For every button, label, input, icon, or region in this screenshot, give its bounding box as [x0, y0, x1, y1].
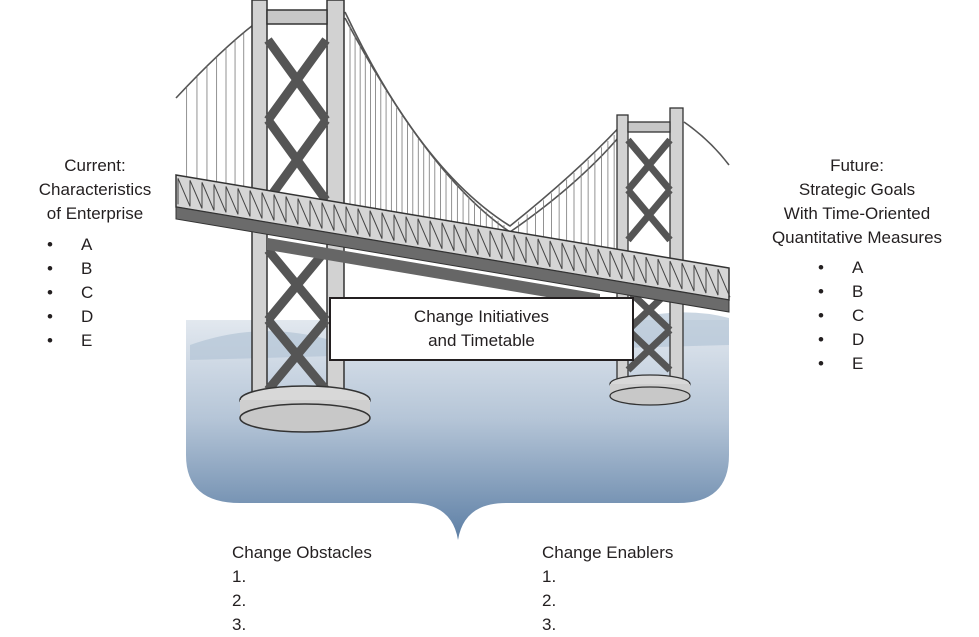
list-item: •E	[818, 354, 864, 373]
current-list: •A •B •C •D •E	[47, 233, 94, 353]
bridge-deck	[175, 174, 731, 313]
list-item: •B	[818, 282, 864, 301]
list-item: •A	[47, 235, 93, 254]
initiatives-line: Change Initiatives	[413, 307, 550, 326]
cable-main	[344, 11, 627, 227]
future-list: •A •B •C •D •E	[818, 256, 865, 376]
future-heading: Future: Strategic Goals With Time-Orient…	[737, 154, 977, 250]
future-heading-line: Future:	[830, 156, 884, 175]
list-item: •B	[47, 259, 93, 278]
obstacles-block: Change Obstacles 1. 2. 3.	[232, 541, 372, 637]
cable-right	[683, 121, 730, 166]
future-heading-line: Quantitative Measures	[771, 228, 943, 247]
current-heading-line: Current:	[64, 156, 126, 175]
list-item: •C	[818, 306, 865, 325]
list-item: 2.	[232, 591, 247, 610]
initiatives-line: and Timetable	[428, 331, 535, 350]
enablers-heading: Change Enablers	[542, 543, 674, 562]
future-heading-line: With Time-Oriented	[783, 204, 931, 223]
list-item: 1.	[232, 567, 247, 586]
list-item: •D	[47, 307, 94, 326]
list-item: 1.	[542, 567, 557, 586]
list-item: 3.	[232, 615, 247, 634]
current-heading: Current: Characteristics of Enterprise	[10, 154, 180, 226]
list-item: 3.	[542, 615, 557, 634]
obstacles-heading: Change Obstacles	[232, 543, 372, 562]
water-brace	[186, 320, 729, 540]
initiatives-box: Change Initiatives and Timetable	[329, 297, 634, 361]
current-heading-line: Characteristics	[38, 180, 152, 199]
list-item: •A	[818, 258, 864, 277]
enablers-block: Change Enablers 1. 2. 3.	[542, 541, 673, 637]
list-item: •D	[818, 330, 865, 349]
current-heading-line: of Enterprise	[46, 204, 144, 223]
list-item: •C	[47, 283, 94, 302]
future-heading-line: Strategic Goals	[798, 180, 916, 199]
list-item: 2.	[542, 591, 557, 610]
list-item: •E	[47, 331, 93, 350]
